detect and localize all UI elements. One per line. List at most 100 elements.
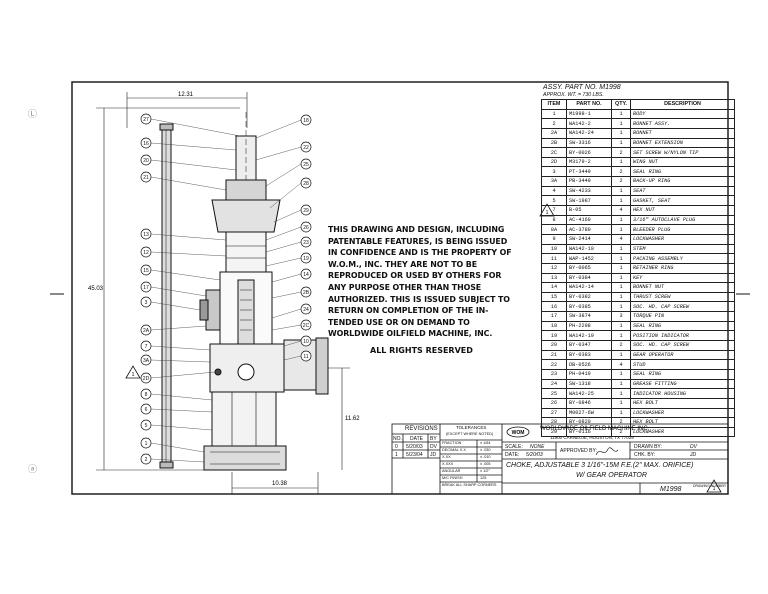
bom-header: PART NO.	[566, 99, 612, 110]
bom-part-no: BY-0347	[566, 340, 612, 351]
bom-part-no: BY-0846	[566, 397, 612, 409]
bom-description: LOCKWASHER	[630, 426, 735, 438]
bom-part-no: SW-1318	[566, 378, 612, 390]
bom-item: 23	[541, 368, 567, 380]
balloon: 28	[300, 177, 312, 189]
bom-qty: 1	[611, 272, 631, 284]
svg-text:28: 28	[303, 181, 309, 187]
rev-header: NO.	[393, 436, 402, 442]
svg-text:2C: 2C	[303, 323, 310, 329]
bom-item: 19	[541, 330, 567, 341]
bom-description: 3/16" AUTOCLAVE PLUG	[630, 214, 735, 226]
bom-part-no: WA142-2	[566, 118, 612, 129]
rev-cell: 0	[395, 444, 398, 450]
svg-text:11: 11	[303, 354, 308, 360]
assembly-weight: APPROX. WT. = 730 LBS.	[543, 92, 604, 98]
bom-part-no: PH-0419	[566, 368, 612, 380]
bom-part-no: WA142-19	[566, 330, 612, 341]
bom-description: WING NUT	[630, 156, 735, 168]
balloon: 5	[140, 419, 152, 431]
dim-lower-label: 11.62	[345, 416, 360, 422]
bom-description: BLEEDER PLUG	[630, 224, 735, 235]
svg-text:25: 25	[303, 162, 309, 168]
balloon: 23	[300, 236, 312, 248]
svg-text:19: 19	[303, 256, 309, 262]
balloon: 22	[300, 141, 312, 153]
valve-body	[199, 112, 329, 471]
balloon: 10	[300, 335, 312, 347]
approval-signature	[595, 447, 619, 456]
bom-description: STEM	[630, 243, 735, 255]
bom-description: SET SCREW W/NYLON TIP	[630, 147, 735, 158]
balloon: 13	[140, 228, 152, 240]
confidentiality-notice: THIS DRAWING AND DESIGN, INCLUDING PATEN…	[328, 224, 538, 340]
bom-item: 20	[541, 340, 567, 351]
bom-item: 15	[541, 291, 567, 303]
bom-item: 9	[541, 233, 567, 245]
balloon: 2	[140, 453, 152, 465]
bom-part-no: WAP-1452	[566, 253, 612, 264]
svg-text:17: 17	[143, 285, 149, 291]
bom-part-no: WA142-10	[566, 243, 612, 255]
dimension-top	[126, 92, 248, 128]
dim-bottom-label: 10.38	[272, 481, 288, 487]
svg-text:16: 16	[143, 141, 149, 147]
bom-qty: 1	[611, 378, 631, 390]
bom-description: RETAINER RING	[630, 262, 735, 274]
balloon: 20	[140, 154, 152, 166]
tolerance-value: 125	[480, 476, 487, 480]
bom-part-no: SW-1987	[566, 195, 612, 207]
notice-line: WORLDWIDE OILFIELD MACHINE, INC.	[328, 329, 493, 339]
bom-part-no: B-05	[566, 205, 612, 216]
scale-value: NONE	[530, 444, 545, 450]
balloon: 16	[140, 137, 152, 149]
bom-item: 14	[541, 282, 567, 293]
bom-part-no: BY-0385	[566, 301, 612, 313]
bom-qty: 1	[611, 320, 631, 332]
notice-line: RETURN ON COMPLETION OF THE IN-	[328, 306, 489, 316]
bom-description: KEY	[630, 272, 735, 284]
bom-description: BACK-UP RING	[630, 176, 735, 187]
bom-item: 4	[541, 185, 567, 197]
notice-line: REPRODUCED OR USED BY OTHERS FOR	[328, 271, 502, 281]
bom-description: GASKET, SEAT	[630, 195, 735, 207]
bom-qty: 1	[611, 214, 631, 226]
svg-text:3: 3	[145, 300, 148, 306]
balloon: 25	[300, 158, 312, 170]
bom-qty: 1	[611, 195, 631, 207]
handwheel	[159, 123, 174, 469]
drawn-label: DRAWN BY:	[634, 444, 662, 450]
bom-item: 11	[541, 253, 567, 264]
svg-text:6: 6	[145, 407, 148, 413]
bom-qty: 4	[611, 359, 631, 370]
bom-part-no: BY-0382	[566, 291, 612, 303]
svg-text:WOM: WOM	[512, 430, 525, 436]
bom-item: 16	[541, 301, 567, 313]
svg-text:15: 15	[143, 268, 149, 274]
bom-part-no: PH-2298	[566, 320, 612, 332]
tolerance-value: ± 1/64	[480, 441, 491, 445]
svg-text:22: 22	[303, 145, 309, 151]
tolerance-value: ± .005	[480, 462, 491, 466]
bom-item: 1	[541, 108, 567, 120]
notice-line: PATENTABLE FEATURES, IS BEING ISSUED	[328, 236, 508, 246]
bom-qty: 1	[611, 330, 631, 341]
bom-qty: 1	[611, 243, 631, 255]
bom-description: GREASE FITTING	[630, 378, 735, 390]
bom-description: SOC. HD. CAP SCREW	[630, 340, 735, 351]
